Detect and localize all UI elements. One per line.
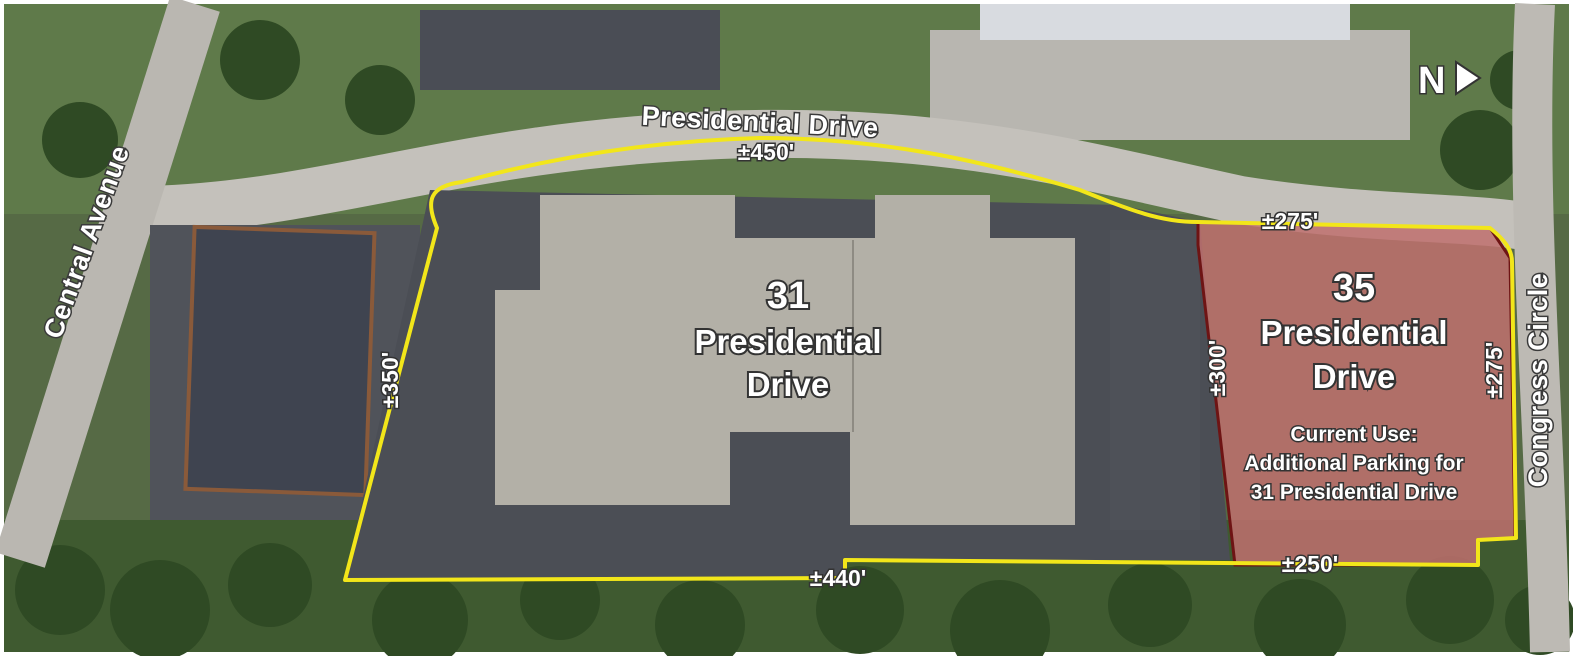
parcel-31-dim-north: ±450' [738,139,794,165]
parcel-35-use-line2: 31 Presidential Drive [1251,481,1458,504]
east-lot-paving [1110,230,1200,530]
top-building [980,4,1350,40]
parcel-31-dim-west: ±350' [377,352,403,408]
parcel-31-boundary [343,136,1518,582]
parcel-35-dim-west: ±300' [1204,340,1230,396]
parcel-35-dim-east: ±275' [1481,342,1507,398]
parcel-35-dim-south: ±250' [1282,551,1338,577]
parcel-35-line2: Drive [1313,358,1396,395]
parcel-31-line2: Drive [747,366,830,403]
main-building-roof [495,195,1075,525]
parcel-35-use-title: Current Use: [1290,423,1417,446]
triangle-right-icon [1455,60,1482,96]
parcel-35-line1: Presidential [1260,314,1447,351]
central-avenue-road [0,0,220,568]
parcel-31-number: 31 [767,275,809,317]
parcel-31-line1: Presidential [694,323,881,360]
west-building [183,224,377,498]
presidential-drive-road [149,109,1551,254]
parcel-35-number: 35 [1333,267,1375,309]
parcel-35-dim-north: ±275' [1262,208,1318,234]
congress-circle-road [1512,2,1570,653]
tree-canopy [15,20,1573,656]
parcel-31-dim-south: ±440' [810,565,866,591]
parcel-35-use-line1: Additional Parking for [1244,452,1463,475]
top-left-parking [420,10,720,90]
congress-circle-label: Congress Circle [1523,273,1553,488]
svg-text:N: N [1418,60,1445,102]
top-parking-lot [930,30,1410,140]
north-arrow: N [1417,59,1482,104]
